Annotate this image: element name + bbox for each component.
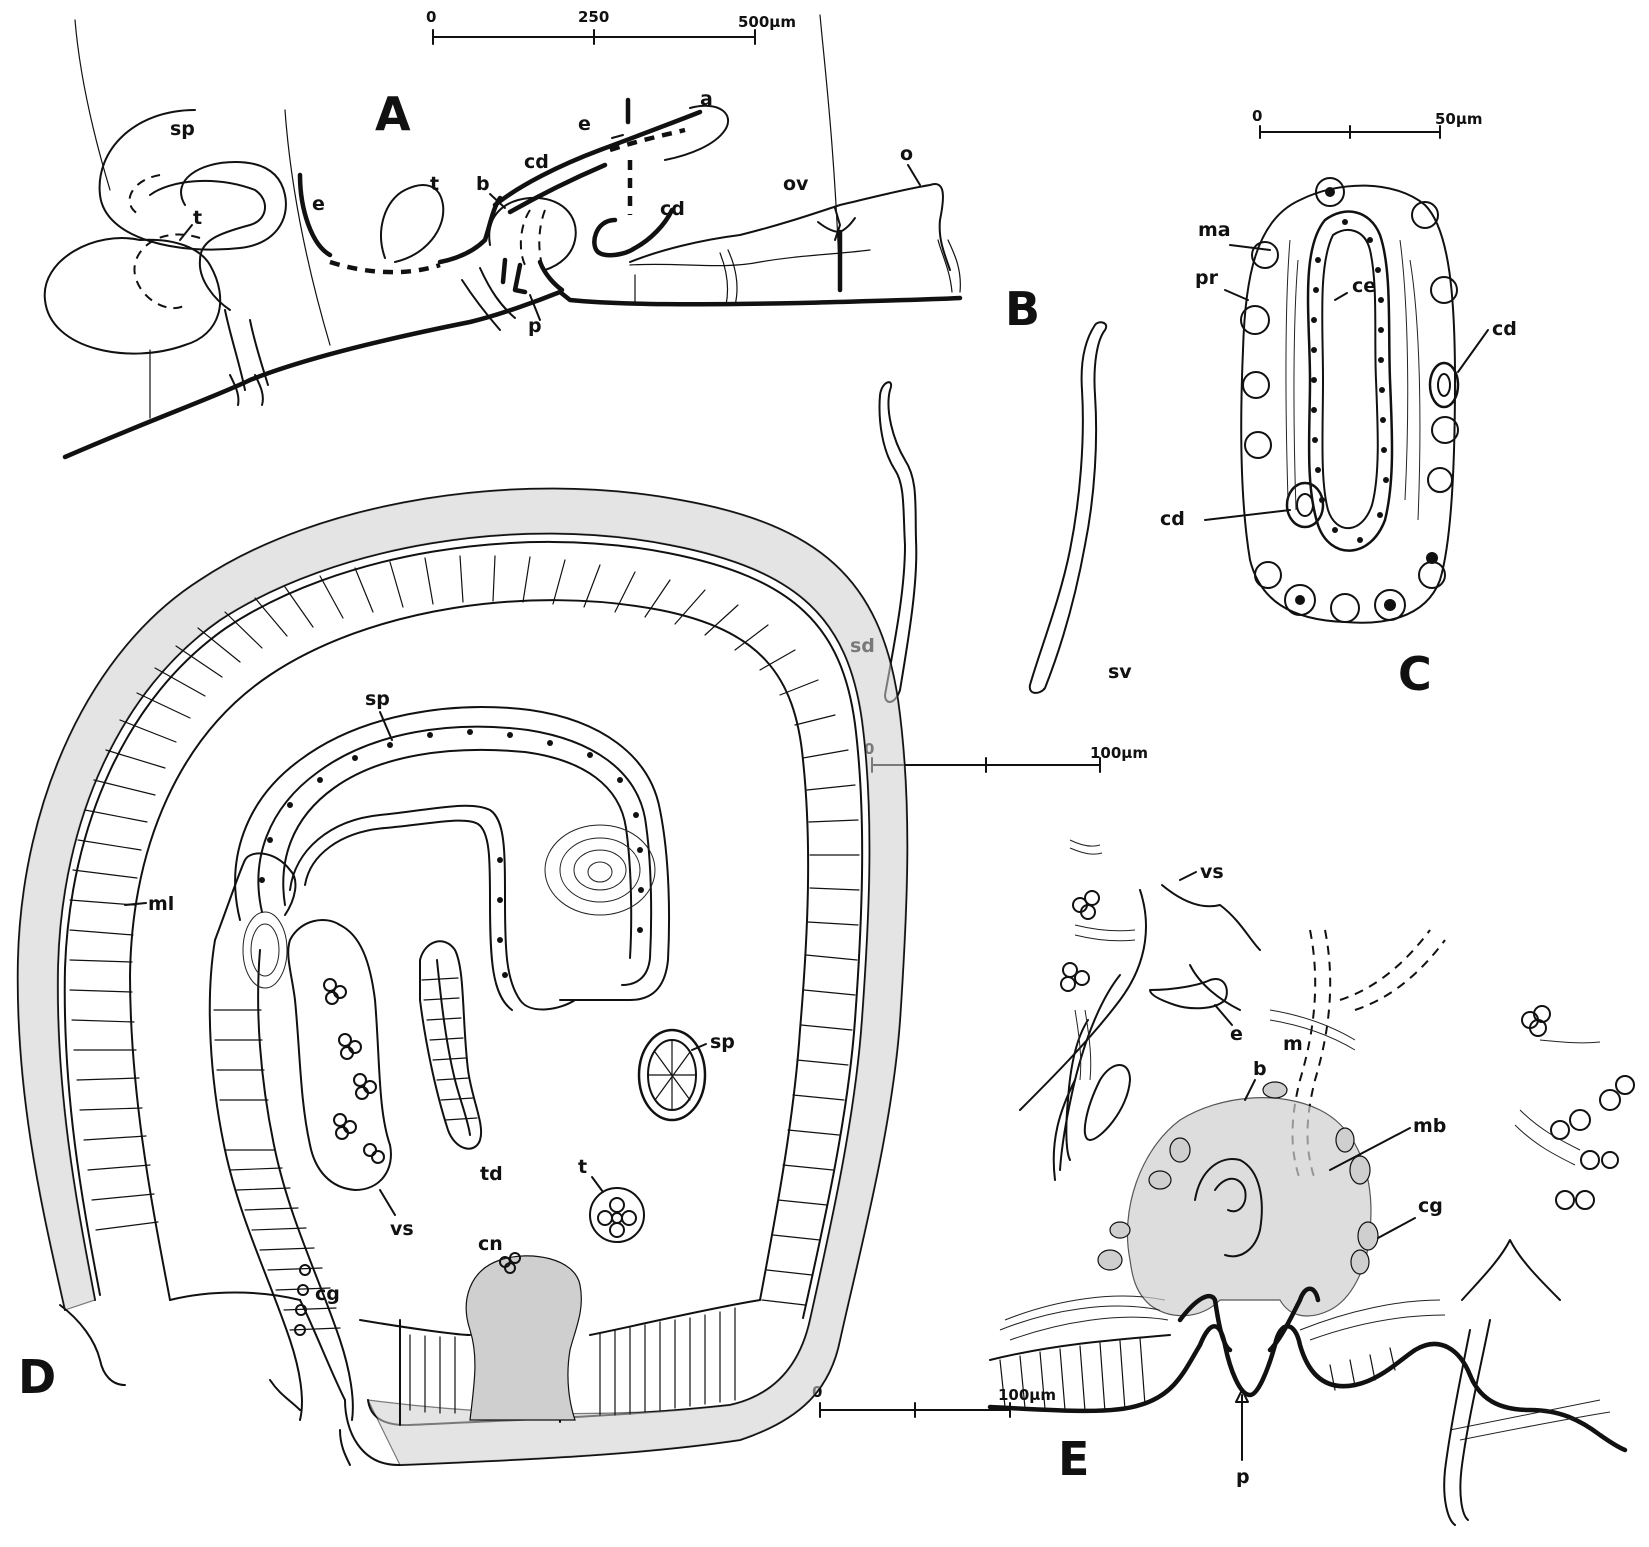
scalebar-c: 0 50µm	[1252, 107, 1483, 138]
label-e-a1: e	[312, 193, 325, 215]
peritoneal-cells	[1241, 178, 1458, 622]
label-pr-c: pr	[1195, 267, 1219, 289]
scalebar-a-tick-0: 0	[426, 8, 436, 26]
label-cg-d: cg	[315, 1283, 340, 1305]
label-ce-c: ce	[1352, 275, 1376, 297]
label-sp-d2: sp	[710, 1031, 735, 1053]
label-p-e: p	[1236, 1466, 1250, 1488]
label-sp-d1: sp	[365, 688, 390, 710]
label-a-a: a	[700, 88, 713, 110]
label-cg-e: cg	[1418, 1195, 1443, 1217]
scalebar-a: 0 250 500µm	[426, 8, 796, 44]
label-cd-a1: cd	[524, 151, 549, 173]
scalebar-a-tick-250: 250	[578, 8, 609, 26]
label-e-e: e	[1230, 1023, 1243, 1045]
label-mb-e: mb	[1413, 1115, 1446, 1137]
label-cn-d: cn	[478, 1233, 503, 1255]
label-b-a: b	[476, 173, 490, 195]
label-vs-e: vs	[1200, 861, 1224, 883]
scalebar-de: 0 100µm	[812, 1383, 1056, 1417]
panel-d-letter: D	[18, 1350, 56, 1404]
e-sperm-bundles	[1070, 840, 1600, 1165]
sperm-whorl	[243, 825, 655, 988]
label-e-a2: e	[578, 113, 591, 135]
label-cd-c2: cd	[1160, 508, 1185, 530]
label-ma-c: ma	[1198, 219, 1231, 241]
panel-c-letter: C	[1398, 647, 1432, 701]
label-sv-b: sv	[1108, 661, 1132, 683]
panel-a: A sp t e t b cd e a cd ov o p	[45, 15, 961, 457]
panel-e-letter: E	[1058, 1432, 1089, 1486]
scalebar-b: 0 100µm	[864, 740, 1148, 772]
label-p-a: p	[528, 315, 542, 337]
label-vs-d: vs	[390, 1218, 414, 1240]
scalebar-c-tick-0: 0	[1252, 107, 1262, 125]
panel-c: C ma pr ce cd cd	[1160, 178, 1517, 701]
label-b-e: b	[1253, 1058, 1267, 1080]
panel-d: D sp ml sp vs td t cn cg	[18, 489, 907, 1465]
label-cd-a2: cd	[660, 198, 685, 220]
e-muscle-left	[1000, 1296, 1610, 1440]
label-t-a2: t	[430, 173, 439, 195]
label-t-a1: t	[193, 207, 202, 229]
panel-b-letter: B	[1005, 282, 1040, 336]
scalebar-a-tick-500: 500µm	[738, 13, 796, 31]
label-cd-c1: cd	[1492, 318, 1517, 340]
panel-e: E vs e m b mb cg p	[990, 840, 1634, 1525]
scalebar-de-tick-100: 100µm	[998, 1386, 1056, 1404]
label-sp-a: sp	[170, 118, 195, 140]
panel-b: B sd sv	[850, 282, 1132, 702]
panel-a-letter: A	[375, 87, 411, 141]
label-ov-a: ov	[783, 173, 809, 195]
label-ml-d: ml	[148, 893, 174, 915]
label-td-d: td	[480, 1163, 503, 1185]
label-o-a: o	[900, 143, 913, 165]
muscle-radials	[70, 556, 859, 1305]
label-m-e: m	[1283, 1033, 1303, 1055]
label-t-d: t	[578, 1156, 587, 1178]
scalebar-b-tick-100: 100µm	[1090, 744, 1148, 762]
scalebar-c-tick-50: 50µm	[1435, 110, 1483, 128]
